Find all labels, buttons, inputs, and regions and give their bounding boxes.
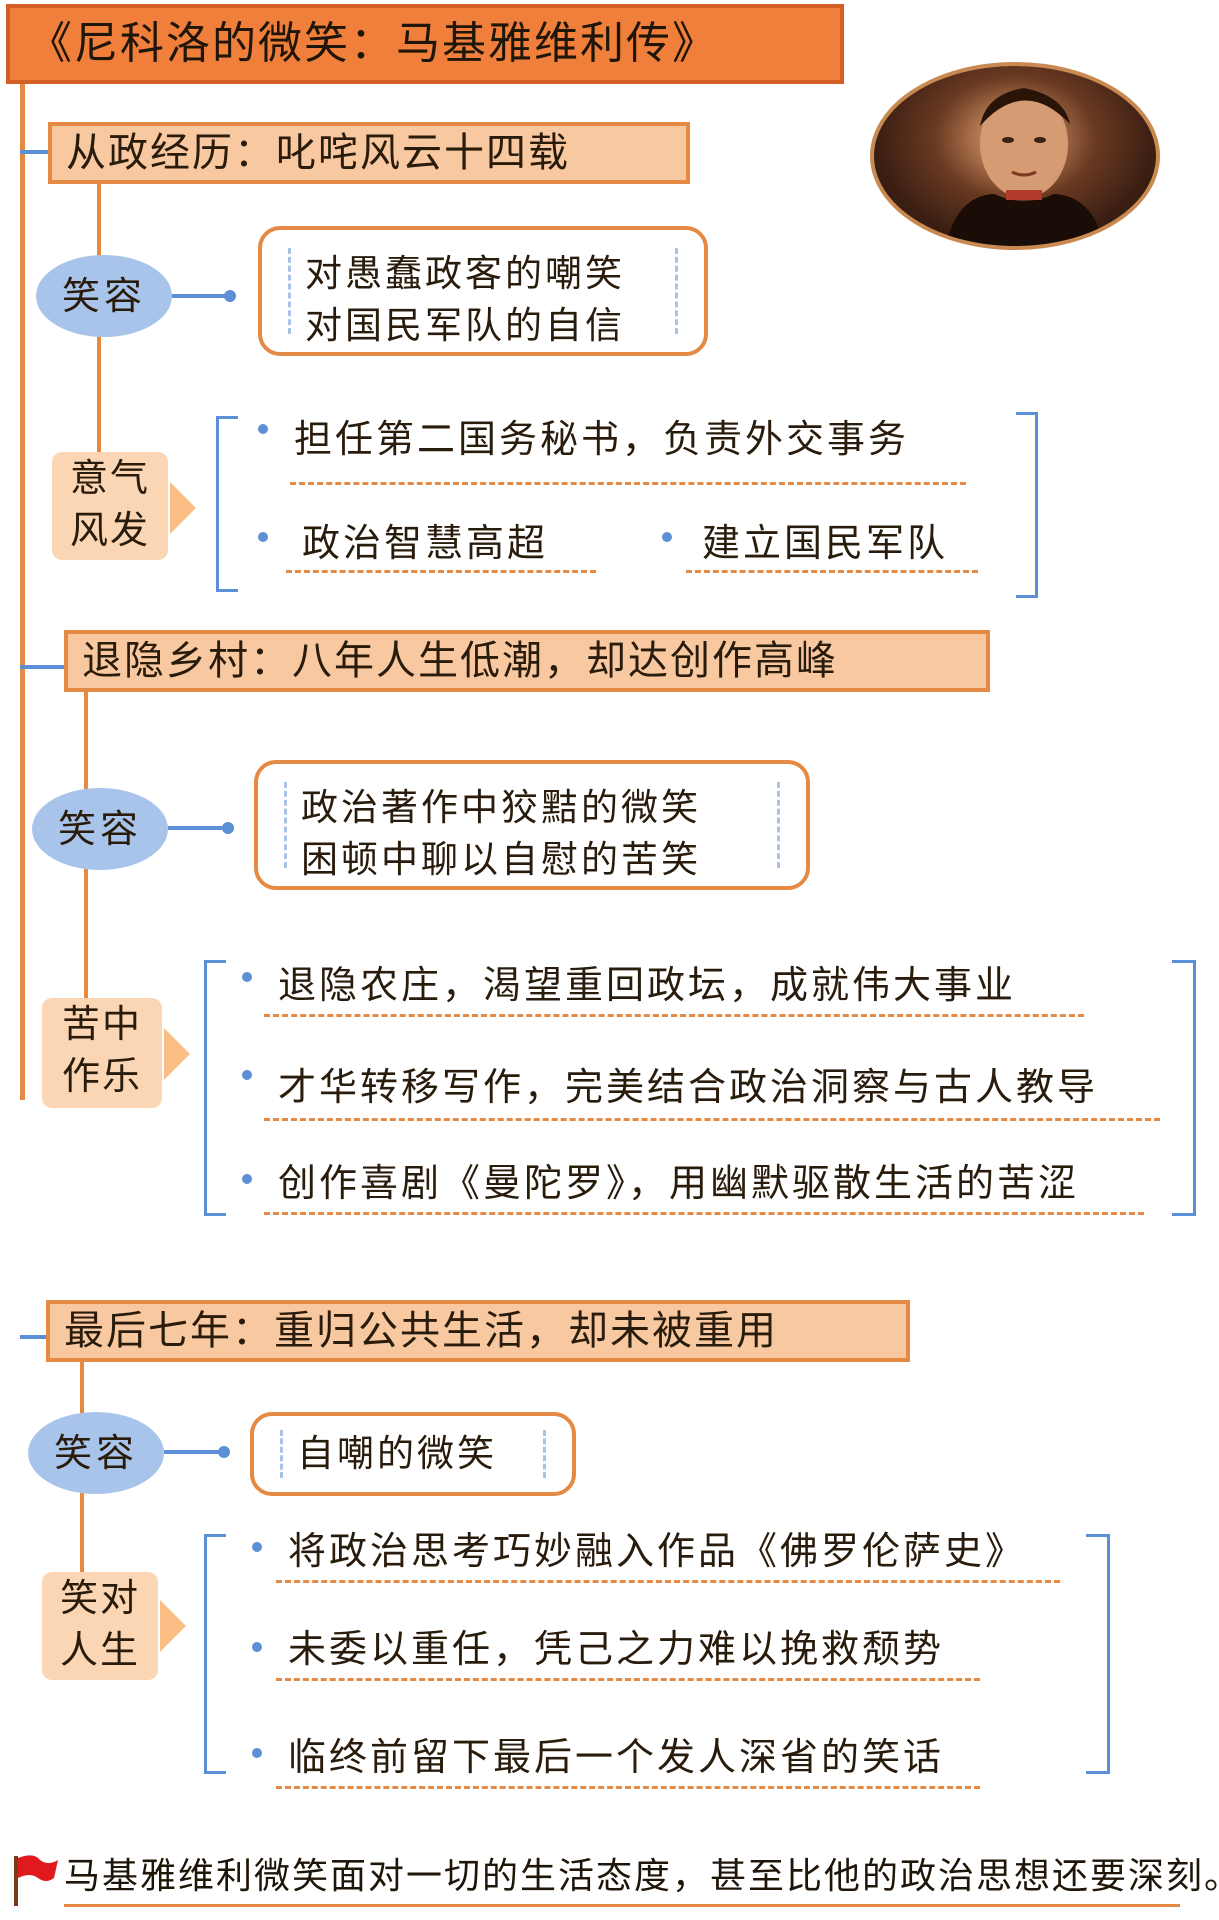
section-3-underline-1 [276, 1580, 1060, 1583]
section-3-connector-dot [218, 1446, 230, 1458]
section-2-smile-connector [168, 826, 224, 830]
page-title: 《尼科洛的微笑：马基雅维利传》 [6, 4, 844, 84]
section-2-tag-line-1: 苦中 [61, 1002, 142, 1046]
section-3-bullet-3 [252, 1748, 262, 1758]
main-spine [20, 80, 25, 1100]
section-3-tag: 笑对 人生 [42, 1572, 158, 1680]
section-3-item-1: 将政治思考巧妙融入作品《佛罗伦萨史》 [288, 1529, 1027, 1573]
section-2-item-1: 退隐农庄，渴望重回政坛，成就伟大事业 [278, 963, 1017, 1007]
section-1-bracket-right [1016, 412, 1038, 598]
section-1-bullet-2 [258, 532, 268, 542]
section-3-smile-line-1: 自嘲的微笑 [297, 1432, 497, 1475]
section-3-arrow [160, 1600, 186, 1652]
section-2-bracket-left [204, 960, 226, 1216]
section-2-arrow [164, 1028, 190, 1080]
section-3-underline-3 [276, 1786, 980, 1789]
section-1-bullet-1 [258, 424, 268, 434]
section-2-underline-1 [264, 1014, 1084, 1017]
section-1-bullet-3 [662, 532, 672, 542]
spine-connector-3 [20, 1335, 46, 1339]
section-3-item-3: 临终前留下最后一个发人深省的笑话 [288, 1735, 945, 1779]
conclusion-text: 马基雅维利微笑面对一切的生活态度，甚至比他的政治思想还要深刻。 [64, 1856, 1219, 1897]
section-2-tag: 苦中 作乐 [42, 998, 162, 1108]
section-2-item-3: 创作喜剧《曼陀罗》，用幽默驱散生活的苦涩 [278, 1161, 1080, 1205]
section-1-heading: 从政经历：叱咤风云十四载 [48, 122, 690, 184]
section-2-smile-oval: 笑容 [32, 788, 168, 870]
section-1-smile-line-2: 对国民军队的自信 [305, 304, 625, 347]
section-2-bullet-2 [242, 1070, 252, 1080]
section-1-tag-line-1: 意气 [69, 456, 150, 500]
section-2-underline-2 [264, 1118, 1160, 1121]
section-2-heading: 退隐乡村：八年人生低潮，却达创作高峰 [64, 630, 990, 692]
section-2-smile-line-2: 困顿中聊以自慰的苦笑 [301, 838, 701, 881]
section-1-connector-dot [224, 290, 236, 302]
spine-connector-1 [20, 150, 48, 154]
portrait-icon [870, 62, 1160, 250]
section-3-tag-line-2: 人生 [59, 1628, 140, 1672]
section-1-underline-1 [290, 482, 966, 485]
section-1-bracket-left [216, 416, 238, 592]
section-2-smile-box: 政治著作中狡黠的微笑 困顿中聊以自慰的苦笑 [254, 760, 810, 890]
section-1-smile-connector [172, 294, 226, 298]
section-2-bullet-3 [242, 1174, 252, 1184]
section-2-bracket-right [1172, 960, 1196, 1216]
red-flag-icon [8, 1852, 60, 1908]
section-3-heading: 最后七年：重归公共生活，却未被重用 [46, 1300, 910, 1362]
section-3-bullet-1 [252, 1542, 262, 1552]
section-1-tag-line-2: 风发 [69, 508, 150, 552]
section-3-bullet-2 [252, 1642, 262, 1652]
section-3-item-2: 未委以重任，凭己之力难以挽救颓势 [288, 1627, 945, 1671]
section-3-underline-2 [276, 1678, 980, 1681]
section-2-smile-line-1: 政治著作中狡黠的微笑 [301, 786, 701, 829]
section-3-tag-line-1: 笑对 [59, 1576, 140, 1620]
section-3-smile-box: 自嘲的微笑 [250, 1412, 576, 1496]
section-1-smile-box: 对愚蠢政客的嘲笑 对国民军队的自信 [258, 226, 708, 356]
conclusion-underline [64, 1904, 1180, 1907]
section-2-tag-line-2: 作乐 [61, 1054, 142, 1098]
section-3-smile-oval: 笑容 [28, 1412, 164, 1494]
spine-connector-2 [20, 665, 64, 669]
section-1-smile-line-1: 对愚蠢政客的嘲笑 [305, 252, 625, 295]
section-1-item-3: 建立国民军队 [702, 521, 949, 565]
section-3-bracket-left [204, 1534, 226, 1774]
section-2-item-2: 才华转移写作，完美结合政治洞察与古人教导 [278, 1065, 1099, 1109]
section-1-smile-oval: 笑容 [36, 255, 172, 337]
section-3-smile-connector [164, 1450, 220, 1454]
section-3-bracket-right [1086, 1534, 1110, 1774]
section-1-tag: 意气 风发 [52, 452, 168, 560]
section-1-item-2: 政治智慧高超 [302, 521, 549, 565]
section-1-arrow [170, 482, 196, 534]
section-2-connector-dot [222, 822, 234, 834]
section-1-underline-3 [686, 570, 978, 573]
section-1-item-1: 担任第二国务秘书，负责外交事务 [294, 417, 910, 461]
section-1-underline-2 [286, 570, 596, 573]
section-2-bullet-1 [242, 972, 252, 982]
section-2-underline-3 [264, 1212, 1144, 1215]
